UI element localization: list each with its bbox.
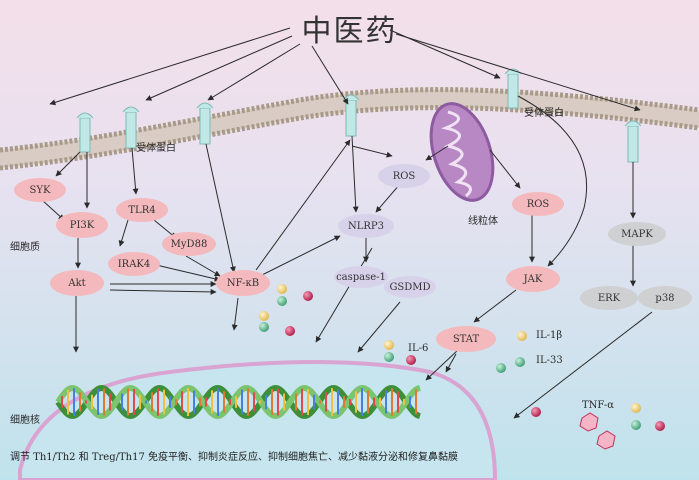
cytokine-ball-green xyxy=(496,363,506,373)
node-stat: STAT xyxy=(436,326,496,352)
dna-helix xyxy=(55,384,421,420)
mitochondria-label: 线粒体 xyxy=(468,216,498,227)
node-irak4: IRAK4 xyxy=(108,252,160,276)
node-gsdmd: GSDMD xyxy=(384,276,436,298)
mitochondria xyxy=(429,102,495,202)
cytokine-label-il1b: IL-1β xyxy=(536,330,563,341)
cytokine-ball-yellow xyxy=(259,311,269,321)
nucleus-label: 细胞核 xyxy=(10,415,40,426)
node-akt: Akt xyxy=(50,270,104,296)
node-myd88: MyD88 xyxy=(162,232,216,256)
pathway-arrows xyxy=(41,95,653,419)
node-pi3k: PI3K xyxy=(56,212,108,238)
cytokine-ball-red xyxy=(531,407,541,417)
cytokine-ball-red xyxy=(406,355,416,365)
tnf-hexagon xyxy=(596,430,616,450)
cell-membrane xyxy=(0,87,699,171)
receptor-3 xyxy=(196,102,214,145)
receptor-1 xyxy=(76,112,94,153)
node-ros-left: ROS xyxy=(378,164,430,188)
cytoplasm-label: 细胞质 xyxy=(10,242,40,253)
cytokine-ball-red xyxy=(285,326,295,336)
cytokine-ball-yellow xyxy=(631,403,641,413)
cytokine-ball-green xyxy=(277,296,287,306)
cytokine-ball-red xyxy=(303,291,313,301)
node-erk: ERK xyxy=(580,286,638,310)
cytokine-ball-red xyxy=(655,421,665,431)
cytokine-label-il33: IL-33 xyxy=(536,355,563,366)
tcm-title: 中医药 xyxy=(301,14,398,49)
node-nlrp3: NLRP3 xyxy=(338,214,394,238)
tnf-hexagon xyxy=(579,412,599,432)
cytokine-ball-yellow xyxy=(517,331,527,341)
node-mapk: MAPK xyxy=(608,222,666,246)
node-caspase1: caspase-1 xyxy=(334,266,388,288)
effect-caption: 调节 Th1/Th2 和 Treg/Th17 免疫平衡、抑制炎症反应、抑制细胞焦… xyxy=(10,452,459,463)
receptor-5 xyxy=(504,68,522,109)
receptor-label-left: 受体蛋白 xyxy=(136,143,176,154)
cytokine-label-il6: IL-6 xyxy=(408,343,429,354)
cytokine-label-tnfa: TNF-α xyxy=(582,400,615,411)
cytokine-ball-green xyxy=(384,352,394,362)
cytokine-ball-yellow xyxy=(384,340,394,350)
node-p38: p38 xyxy=(638,286,692,310)
title-arrows xyxy=(49,27,641,112)
node-ros-right: ROS xyxy=(512,192,564,216)
node-syk: SYK xyxy=(14,178,66,202)
cytokine-ball-green xyxy=(259,322,269,332)
receptor-2 xyxy=(122,106,140,149)
cytokine-ball-yellow xyxy=(277,284,287,294)
node-jak: JAK xyxy=(506,266,560,292)
receptor-label-right: 受体蛋白 xyxy=(524,108,564,119)
cytokine-ball-green xyxy=(631,420,641,430)
node-nfkb: NF-κB xyxy=(216,270,270,296)
cytokine-ball-green xyxy=(515,357,525,367)
node-tlr4: TLR4 xyxy=(116,198,168,222)
cytokine-balls xyxy=(259,284,665,450)
receptor-6 xyxy=(624,120,642,163)
